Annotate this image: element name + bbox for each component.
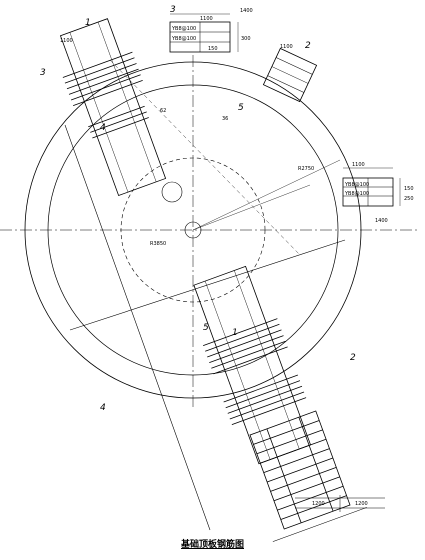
bottom-wall-strip — [193, 265, 312, 465]
dim-right-1400: 1400 — [375, 218, 388, 224]
drawing-title: 基础顶板钢筋图 — [180, 540, 244, 550]
rebar-tag-top-a: YB8@100 — [171, 26, 196, 32]
section-line-4 — [64, 124, 211, 531]
dim-top-300: 300 — [241, 36, 251, 42]
dim-top-150: 150 — [208, 46, 218, 52]
stair-block — [249, 410, 367, 542]
top-detail-box — [169, 13, 239, 53]
section-line-5 — [69, 239, 346, 331]
rebar-tag-right-a: YB8@100 — [344, 182, 369, 188]
section-mark-3a: 3 — [40, 68, 46, 78]
upper-hole — [161, 181, 183, 203]
section-mark-2a: 2 — [305, 41, 311, 51]
right-detail-box — [342, 167, 401, 207]
section-mark-1a: 1 — [85, 18, 91, 28]
rebar-tag-top-b: YB8@100 — [171, 36, 196, 42]
dim-radius-r3850: R3850 — [150, 241, 166, 247]
dim-right-250: 250 — [404, 196, 414, 202]
bottom-dim-left: 1200 — [312, 501, 325, 507]
top-right-detail — [262, 47, 318, 103]
section-mark-1b: 1 — [232, 328, 238, 338]
top-wall-strip — [59, 18, 167, 197]
dim-top-1400: 1400 — [240, 8, 253, 14]
radius-line-2 — [192, 184, 311, 231]
dim-tr-1100: 1100 — [280, 44, 293, 50]
section-mark-5b: 5 — [238, 103, 244, 113]
section-line-2 — [109, 59, 301, 256]
dim-tl-1100: 1100 — [60, 38, 73, 44]
dim-radius-r2750: R2750 — [298, 166, 314, 172]
dim-right-150: 150 — [404, 186, 414, 192]
bottom-dim-right: 1200 — [355, 501, 368, 507]
rebar-tag-right-b: YB8@100 — [344, 191, 369, 197]
dim-angle-62: 62 — [160, 108, 166, 114]
radius-line — [192, 159, 341, 231]
dim-top-1100: 1100 — [200, 16, 213, 22]
section-mark-5a: 5 — [203, 323, 209, 333]
section-mark-4b: 4 — [100, 123, 106, 133]
dim-angle-36: 36 — [222, 116, 228, 122]
section-mark-4a: 4 — [100, 403, 106, 413]
dim-right-1100: 1100 — [352, 162, 365, 168]
section-mark-2b: 2 — [350, 353, 356, 363]
bottom-dimension-lines — [295, 495, 385, 512]
section-mark-3b: 3 — [170, 5, 176, 15]
